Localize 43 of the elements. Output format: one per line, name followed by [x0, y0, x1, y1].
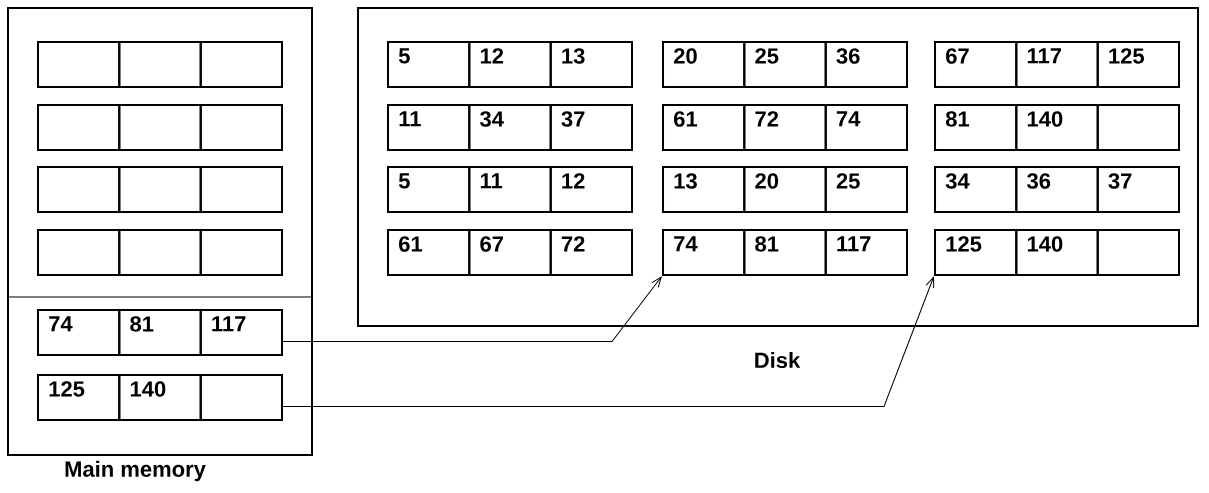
cell: 74: [824, 104, 908, 151]
cell: 37: [549, 104, 633, 151]
cell: 72: [743, 104, 827, 151]
cell: 81: [934, 104, 1018, 151]
box-label: Disk: [755, 351, 801, 369]
cell: 125: [934, 229, 1018, 276]
cell: 36: [824, 41, 908, 88]
cell: 20: [662, 41, 746, 88]
cell: 67: [934, 41, 1018, 88]
cell: 37: [1096, 166, 1180, 213]
cell: 81: [118, 309, 202, 356]
cell: 25: [743, 41, 827, 88]
cell: 67: [468, 229, 552, 276]
cell: 72: [549, 229, 633, 276]
cell: 13: [662, 166, 746, 213]
cell: 61: [662, 104, 746, 151]
cell: 5: [387, 41, 471, 88]
cell: 11: [387, 104, 471, 151]
arrow: [282, 276, 662, 342]
cell: 81: [743, 229, 827, 276]
cell: 11: [468, 166, 552, 213]
cell: 140: [118, 374, 202, 421]
cell: 117: [1015, 41, 1099, 88]
cell: 140: [1015, 229, 1099, 276]
cell: 61: [387, 229, 471, 276]
cell: 125: [37, 374, 121, 421]
cell: 5: [387, 166, 471, 213]
cell: 34: [468, 104, 552, 151]
cell: 36: [1015, 166, 1099, 213]
box-label: Main memory: [65, 460, 206, 482]
cell: 12: [468, 41, 552, 88]
cell: 140: [1015, 104, 1099, 151]
cell: 13: [549, 41, 633, 88]
cell: 25: [824, 166, 908, 213]
cell: 34: [934, 166, 1018, 213]
arrow: [282, 276, 935, 407]
cell: 117: [824, 229, 908, 276]
cell: 20: [743, 166, 827, 213]
cell: 74: [662, 229, 746, 276]
cell: 117: [199, 309, 283, 356]
cell: 125: [1096, 41, 1180, 88]
cell: 12: [549, 166, 633, 213]
cell: 74: [37, 309, 121, 356]
